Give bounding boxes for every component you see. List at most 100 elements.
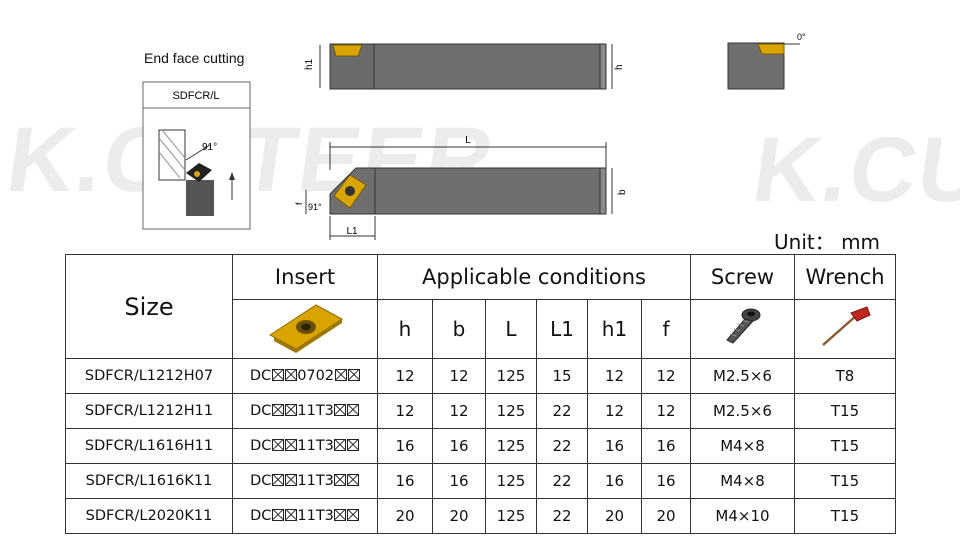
- dim-h: h: [614, 64, 625, 70]
- row-b: 12: [432, 358, 486, 394]
- screw-header: Screw: [690, 254, 795, 300]
- row-h: 16: [377, 428, 433, 464]
- model-sketch: SDFCR/L 91°: [142, 81, 251, 230]
- insert-prefix: DC: [250, 403, 272, 419]
- unit-label: Unit： mm: [774, 230, 881, 254]
- row-wrench: T15: [794, 393, 896, 429]
- row-b: 16: [432, 463, 486, 499]
- row-b: 16: [432, 428, 486, 464]
- row-h1: 12: [587, 358, 642, 394]
- insert-header: Insert: [232, 254, 378, 300]
- row-wrench: T8: [794, 358, 896, 394]
- row-f: 16: [641, 428, 691, 464]
- param-f: f: [641, 299, 691, 359]
- row-f: 12: [641, 358, 691, 394]
- row-l: 125: [485, 498, 537, 534]
- angle-label-0: 0°: [797, 32, 806, 42]
- row-b: 12: [432, 393, 486, 429]
- placeholder-box-icon: [284, 369, 297, 381]
- row-l1: 22: [536, 428, 588, 464]
- param-b: b: [432, 299, 486, 359]
- row-screw: M2.5×6: [690, 393, 795, 429]
- placeholder-box-icon: [271, 474, 284, 486]
- wrench-image-cell: [794, 299, 896, 359]
- row-f: 12: [641, 393, 691, 429]
- row-h1: 16: [587, 463, 642, 499]
- placeholder-box-icon: [271, 439, 284, 451]
- caption-end-face-cutting: End face cutting: [144, 50, 245, 66]
- row-screw: M4×10: [690, 498, 795, 534]
- placeholder-box-icon: [347, 509, 360, 521]
- spec-table: Size Insert Applicable conditions Screw …: [65, 254, 896, 534]
- row-wrench: T15: [794, 463, 896, 499]
- model-box-title: SDFCR/L: [172, 90, 219, 102]
- placeholder-box-icon: [284, 404, 297, 416]
- row-h: 12: [377, 358, 433, 394]
- wrench-header: Wrench: [794, 254, 896, 300]
- row-h: 20: [377, 498, 433, 534]
- row-f: 20: [641, 498, 691, 534]
- insert-prefix: DC: [250, 473, 272, 489]
- row-size: SDFCR/L1212H07: [65, 358, 233, 394]
- placeholder-box-icon: [347, 474, 360, 486]
- row-insert: DC 11T3: [232, 428, 378, 464]
- insert-image-cell: [232, 299, 378, 359]
- row-size: SDFCR/L1212H11: [65, 393, 233, 429]
- placeholder-box-icon: [334, 439, 347, 451]
- row-insert: DC 11T3: [232, 463, 378, 499]
- row-size: SDFCR/L1616H11: [65, 428, 233, 464]
- row-l1: 22: [536, 498, 588, 534]
- row-f: 16: [641, 463, 691, 499]
- torx-wrench-icon: [822, 306, 871, 346]
- placeholder-box-icon: [271, 404, 284, 416]
- insert-prefix: DC: [250, 438, 272, 454]
- param-h1: h1: [587, 299, 642, 359]
- row-size: SDFCR/L1616K11: [65, 463, 233, 499]
- holder-end-view: 0°: [727, 32, 806, 90]
- row-screw: M4×8: [690, 428, 795, 464]
- insert-code: 11T3: [297, 473, 334, 489]
- placeholder-box-icon: [334, 369, 347, 381]
- placeholder-box-icon: [271, 509, 284, 521]
- insert-prefix: DC: [250, 508, 272, 524]
- placeholder-box-icon: [271, 369, 284, 381]
- row-l: 125: [485, 463, 537, 499]
- technical-drawing: SDFCR/L 91° h1 h 0° L: [142, 32, 806, 240]
- placeholder-box-icon: [347, 369, 360, 381]
- row-l: 125: [485, 428, 537, 464]
- row-wrench: T15: [794, 498, 896, 534]
- placeholder-box-icon: [284, 439, 297, 451]
- angle-label-91-sketch: 91°: [202, 142, 217, 153]
- rhombic-insert-icon: [269, 304, 343, 353]
- placeholder-box-icon: [334, 474, 347, 486]
- row-h1: 16: [587, 428, 642, 464]
- placeholder-box-icon: [334, 509, 347, 521]
- insert-code: 11T3: [297, 438, 334, 454]
- row-h1: 12: [587, 393, 642, 429]
- row-h: 16: [377, 463, 433, 499]
- row-l1: 15: [536, 358, 588, 394]
- row-wrench: T15: [794, 428, 896, 464]
- size-header: Size: [65, 254, 233, 359]
- angle-label-91-plan: 91°: [308, 202, 322, 212]
- placeholder-box-icon: [284, 474, 297, 486]
- screw-image-cell: [690, 299, 795, 359]
- param-h: h: [377, 299, 433, 359]
- row-size: SDFCR/L2020K11: [65, 498, 233, 534]
- row-l: 125: [485, 358, 537, 394]
- param-L: L: [485, 299, 537, 359]
- placeholder-box-icon: [334, 404, 347, 416]
- dim-b: b: [617, 189, 628, 195]
- param-L1: L1: [536, 299, 588, 359]
- row-l1: 22: [536, 393, 588, 429]
- dim-f: f: [294, 202, 304, 205]
- insert-prefix: DC: [249, 368, 272, 384]
- dim-L1: L1: [346, 226, 358, 237]
- placeholder-box-icon: [284, 509, 297, 521]
- row-screw: M4×8: [690, 463, 795, 499]
